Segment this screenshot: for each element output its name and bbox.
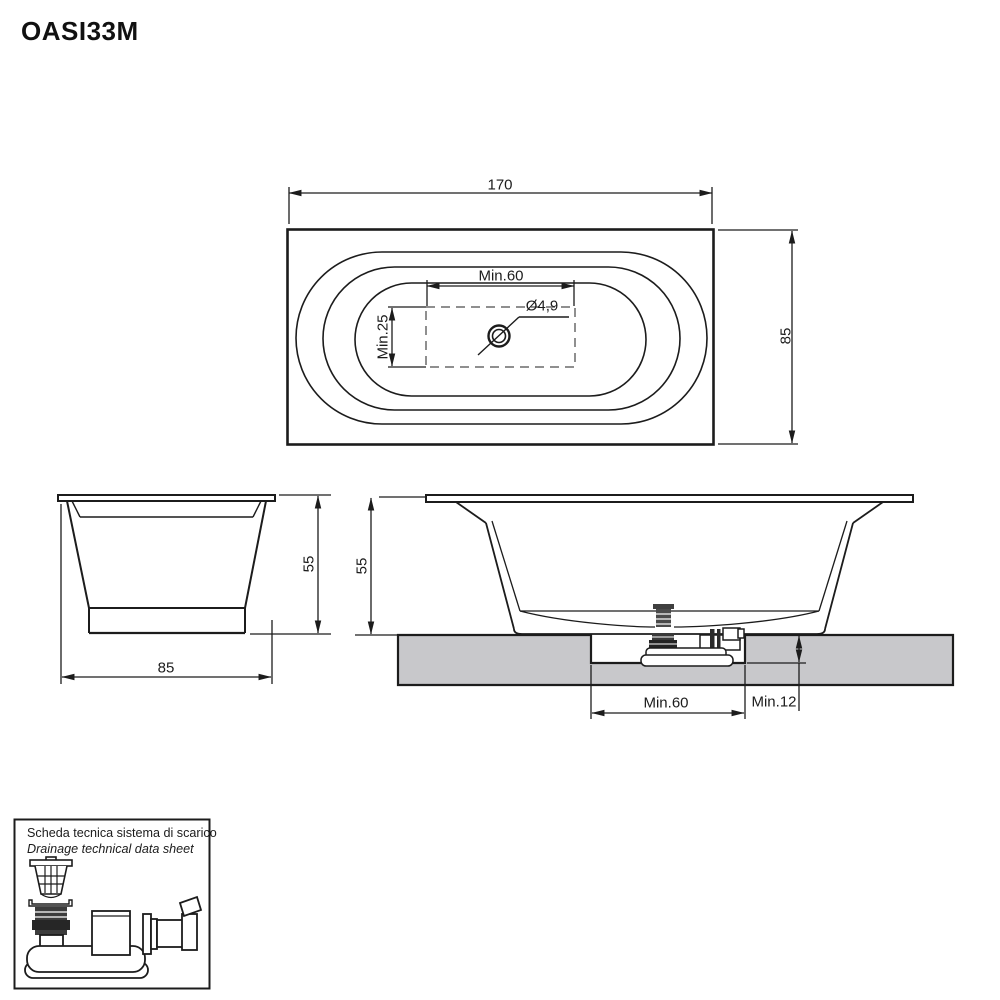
- wall-inner-left: [491, 520, 521, 612]
- dimension-170: [288, 187, 713, 224]
- side-recess-length-label: Min.60: [643, 694, 689, 712]
- rim-band: [425, 494, 914, 503]
- dimension-55-end: [250, 494, 331, 635]
- side-height-dim-label: 55: [353, 557, 371, 575]
- inset-border: [13, 818, 211, 990]
- dimension-min12-side: [747, 635, 806, 711]
- end-width-dim-label: 85: [157, 659, 175, 677]
- plan-length-dim-label: 170: [487, 176, 513, 194]
- dimension-min60-side: [590, 665, 746, 719]
- end-elevation-view: [57, 494, 331, 684]
- plan-drain-diameter-label: Ø4,9: [525, 297, 559, 315]
- tub-rim-outer-oval: [295, 251, 708, 425]
- inset-caption-english: Drainage technical data sheet: [27, 842, 194, 856]
- dimension-min25-plan: [388, 306, 426, 368]
- wall-outer-left: [485, 522, 515, 630]
- side-recess-offset-label: Min.12: [751, 693, 797, 711]
- rim-inner-right: [252, 500, 262, 518]
- tub-basin-oval: [354, 282, 647, 397]
- plan-drain-zone-length-label: Min.60: [478, 267, 524, 285]
- dimension-85-end: [60, 504, 273, 684]
- drainage-inset-box: [13, 818, 211, 990]
- basin-floor-left: [519, 610, 656, 628]
- wall-inner-right: [818, 520, 848, 612]
- plan-drain-zone-width-label: Min.25: [374, 314, 392, 360]
- plan-view: [286, 187, 798, 446]
- dimension-85-plan: [718, 229, 798, 445]
- basin-floor-right: [673, 610, 820, 628]
- sheet-title: OASI33M: [21, 16, 139, 46]
- tub-rim-inner-oval: [322, 266, 681, 411]
- side-elevation-view: [355, 494, 955, 719]
- rim-band: [57, 494, 276, 502]
- wall-left: [66, 500, 90, 609]
- tub-outline-rect: [286, 228, 715, 446]
- rim-inner-left: [71, 500, 81, 518]
- wall-right: [244, 500, 267, 609]
- siphon-drawing: [24, 895, 203, 979]
- floor-slab: [396, 633, 955, 687]
- dimension-55-side: [355, 496, 427, 636]
- plan-width-dim-label: 85: [777, 327, 795, 345]
- rim-corner-left: [455, 501, 487, 524]
- popup-waste-drawing: [29, 856, 73, 899]
- waste-plug: [653, 604, 674, 627]
- wall-outer-right: [824, 522, 854, 630]
- end-height-dim-label: 55: [300, 555, 318, 573]
- drain-zone-dashed-rect: [425, 306, 576, 368]
- drain-leader-line: [477, 316, 520, 356]
- drain-symbol: [477, 316, 569, 356]
- drain-trap-assembly: [640, 627, 745, 667]
- inset-caption-italian: Scheda tecnica sistema di scarico: [27, 826, 217, 840]
- dimension-min60-plan: [426, 280, 575, 306]
- rim-corner-right: [852, 501, 884, 524]
